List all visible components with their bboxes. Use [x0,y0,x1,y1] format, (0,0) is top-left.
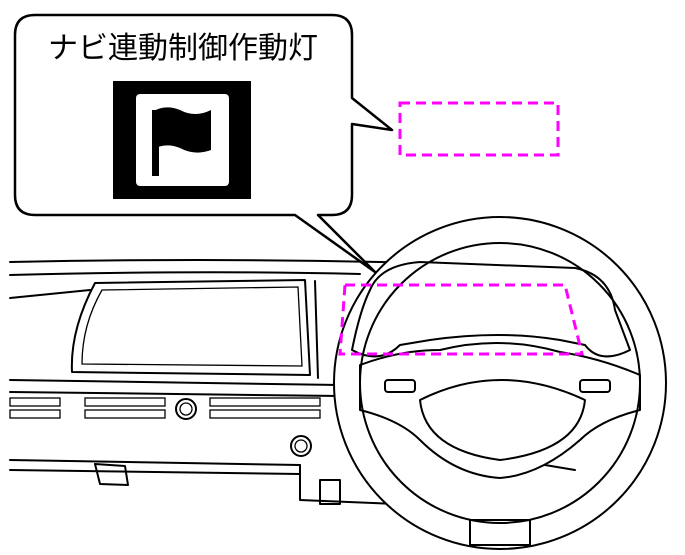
start-button [290,435,312,457]
left-switch [384,379,416,393]
flag-icon [113,81,251,199]
connector-port [319,479,341,505]
air-vents [9,397,321,419]
callout-bubble: ナビ連動制御作動灯 [13,13,394,274]
right-switch [579,379,611,393]
indicator-location-highlight [398,101,560,157]
dashboard [9,259,601,506]
callout-title: ナビ連動制御作動灯 [48,31,318,66]
steering-wheel [333,216,667,550]
hazard-knob [175,398,197,420]
center-display [70,279,311,376]
meter-area-highlight [338,283,584,356]
